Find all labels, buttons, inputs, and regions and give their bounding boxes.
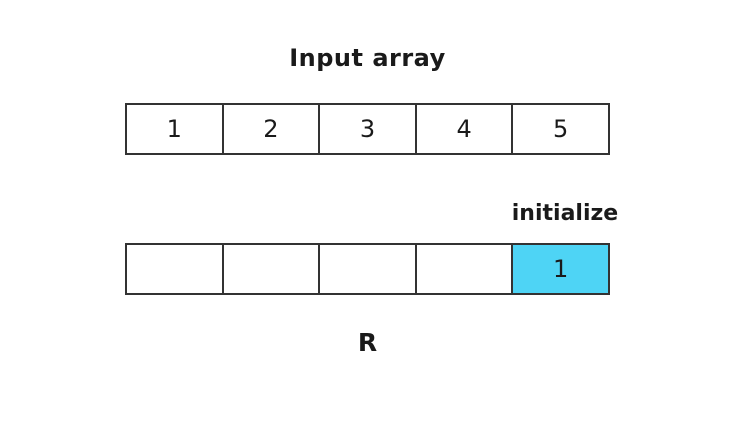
input-array-cell-0: 1 bbox=[166, 115, 182, 143]
input-array: 1 2 3 4 5 bbox=[125, 103, 610, 155]
input-array-title: Input array bbox=[289, 44, 446, 72]
initialize-label: initialize bbox=[511, 201, 619, 226]
result-array-cell-3 bbox=[414, 245, 512, 293]
input-array-cell-2: 3 bbox=[318, 105, 415, 153]
result-array-cell-1 bbox=[221, 245, 319, 293]
result-array-label: R bbox=[357, 328, 378, 357]
result-array-cell-0 bbox=[127, 245, 222, 293]
result-array: 1 bbox=[125, 243, 610, 295]
result-array-cell-highlighted: 1 bbox=[511, 245, 608, 293]
input-array-cell-3: 4 bbox=[414, 105, 512, 153]
input-array-cell-1: 2 bbox=[221, 105, 319, 153]
result-array-cell-2 bbox=[318, 245, 415, 293]
input-array-cell-4: 5 bbox=[511, 105, 608, 153]
